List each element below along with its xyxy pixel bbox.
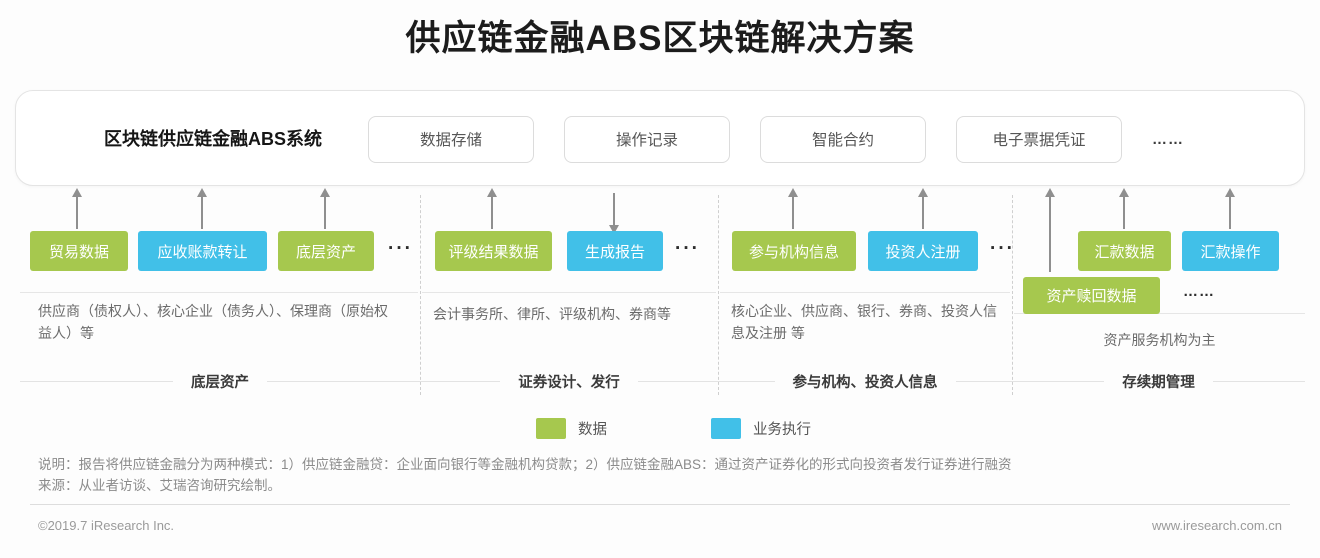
group-description: 核心企业、供应商、银行、券商、投资人信息及注册 等 [731,303,997,341]
divider-line [1212,381,1305,382]
tag-generate-report: 生成报告 [567,231,663,271]
arrow-up-icon [788,188,798,229]
legend-business-execution: 业务执行 [711,418,811,439]
divider-line [718,381,775,382]
footer-rule [30,504,1290,505]
divider-line [637,381,718,382]
divider-line [955,381,1012,382]
section-line [1014,313,1305,314]
arrow-up-icon [487,188,497,229]
note-line: 说明：报告将供应链金融分为两种模式：1）供应链金融贷：企业面向银行等金融机构贷款… [38,457,1012,472]
section-line [720,292,1010,293]
website-text: www.iresearch.com.cn [1151,518,1282,533]
divider-line [20,381,173,382]
group-divider [718,195,719,395]
group-description: 资产服务机构为主 [1103,332,1216,348]
arrow-up-icon [918,188,928,229]
tag-underlying-assets: 底层资产 [278,231,374,271]
group-divider [1012,195,1013,395]
category-security-design-issue: 证券设计、发行 [420,371,718,392]
tag-receivables-transfer: 应收账款转让 [138,231,267,271]
group-divider [420,195,421,395]
arrow-up-icon [1045,188,1055,272]
system-label: 区块链供应链金融ABS系统 [104,129,323,149]
tag-rating-result-data: 评级结果数据 [435,231,552,271]
category-underlying-assets: 底层资产 [20,371,420,392]
tag-participant-info: 参与机构信息 [732,231,856,271]
note-line: 来源：从业者访谈、艾瑞咨询研究绘制。 [38,477,281,493]
tag-trade-data: 贸易数据 [30,231,128,271]
section-line [20,292,418,293]
divider-line [1012,381,1105,382]
arrow-up-icon [72,188,82,229]
category-label: 参与机构、投资人信息 [792,375,938,391]
tag-remittance-data: 汇款数据 [1078,231,1171,271]
ellipsis-more: ··· [990,238,1015,259]
tag-asset-redemption-data: 资产赎回数据 [1023,277,1160,314]
module-data-storage: 数据存储 [368,115,534,163]
legend-swatch-blue [711,418,741,439]
ellipsis-more: ··· [675,238,700,259]
category-label: 证券设计、发行 [518,375,620,391]
ellipsis-more: …… [1183,283,1215,300]
ellipsis-more: ··· [388,238,413,259]
arrow-up-icon [1225,188,1235,229]
notes-block: 说明：报告将供应链金融分为两种模式：1）供应链金融贷：企业面向银行等金融机构贷款… [38,455,1288,497]
copyright-text: ©2019.7 iResearch Inc. [38,518,175,533]
tag-remittance-operation: 汇款操作 [1182,231,1279,271]
group-description: 会计事务所、律所、评级机构、券商等 [433,306,671,322]
arrow-up-icon [1119,188,1129,229]
legend-label: 业务执行 [753,422,811,438]
module-e-bill-voucher: 电子票据凭证 [956,115,1122,163]
arrow-up-icon [197,188,207,229]
ellipsis-more: …… [1152,130,1184,148]
arrow-down-icon [609,193,619,234]
category-participants-investors: 参与机构、投资人信息 [718,371,1012,392]
divider-line [420,381,501,382]
arrow-up-icon [320,188,330,229]
section-line [422,292,716,293]
divider-line [267,381,420,382]
category-label: 底层资产 [191,375,249,391]
category-label: 存续期管理 [1122,375,1195,391]
module-operation-log: 操作记录 [564,115,730,163]
tag-investor-registration: 投资人注册 [868,231,978,271]
category-duration-management: 存续期管理 [1012,371,1305,392]
page-title: 供应链金融ABS区块链解决方案 [405,19,915,58]
blockchain-system-box: 区块链供应链金融ABS系统 数据存储 操作记录 智能合约 电子票据凭证 …… [15,90,1305,186]
system-modules: 数据存储 操作记录 智能合约 电子票据凭证 …… [368,91,1184,187]
legend-label: 数据 [578,422,607,438]
legend-swatch-green [536,418,566,439]
legend-data: 数据 [536,418,607,439]
module-smart-contract: 智能合约 [760,115,926,163]
group-description: 供应商（债权人）、核心企业（债务人）、保理商（原始权益人）等 [38,303,388,341]
